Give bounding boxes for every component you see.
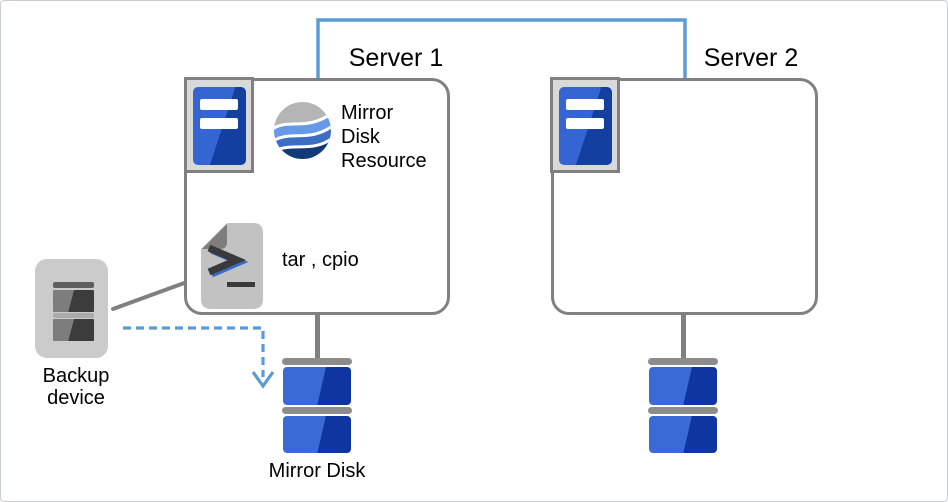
- server2-tower-icon: [550, 77, 620, 173]
- backup-commands-label: tar , cpio: [282, 249, 359, 271]
- disk-cap: [648, 358, 718, 365]
- server-tower-slot-icon: [200, 99, 238, 110]
- mirror-disk-resource-label: Mirror Disk Resource: [341, 102, 427, 172]
- backup-device-link-line: [111, 280, 189, 311]
- backup-to-disk-dashed-line: [123, 326, 265, 377]
- server-tower-slot-icon: [566, 118, 604, 129]
- server-tower-slot-icon: [566, 99, 604, 110]
- backup-arrow-down-icon: [251, 371, 275, 389]
- server-tower-icon: [193, 87, 246, 165]
- disk-cap: [282, 407, 352, 414]
- backup-device-icon: [35, 259, 108, 358]
- backup-device-slot-icon: [53, 290, 94, 312]
- backup-device-top-bar: [53, 282, 94, 288]
- mirror-disk-label: Mirror Disk: [268, 460, 366, 482]
- server-tower-slot-icon: [200, 118, 238, 129]
- server2-mirror-disk-icon: [648, 358, 718, 454]
- backup-device-divider: [53, 313, 94, 318]
- script-file-icon: [201, 223, 263, 309]
- server1-mirror-disk-icon: [282, 358, 352, 454]
- disk-platter: [649, 367, 717, 405]
- backup-device-label: Backup device: [42, 365, 110, 409]
- backup-device-slot-icon: [53, 319, 94, 341]
- server1-tower-icon: [184, 77, 254, 173]
- disk-platter: [649, 416, 717, 453]
- server-tower-icon: [559, 87, 612, 165]
- disk-cap: [282, 358, 352, 365]
- server1-label: Server 1: [348, 44, 444, 72]
- server-interconnect-line: [316, 18, 687, 78]
- server2-label: Server 2: [703, 44, 799, 72]
- disk-platter: [283, 367, 351, 405]
- disk-platter: [283, 416, 351, 453]
- mirror-disk-resource-icon: [274, 102, 331, 159]
- disk-cap: [648, 407, 718, 414]
